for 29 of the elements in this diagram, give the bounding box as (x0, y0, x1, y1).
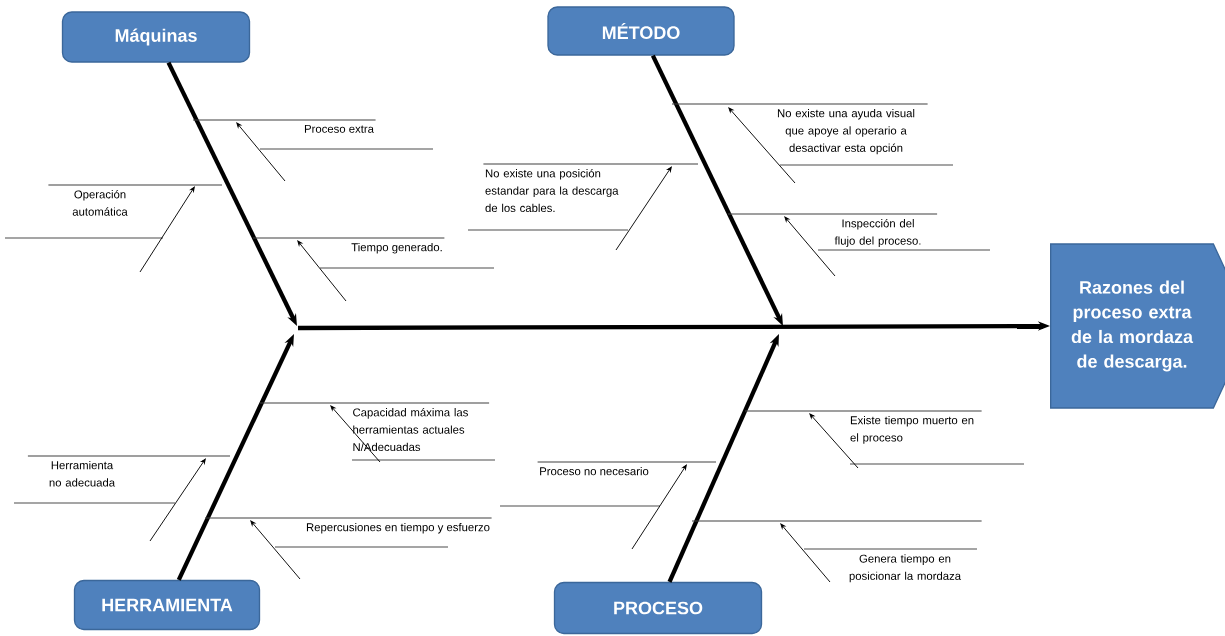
category-box: Máquinas (61, 11, 251, 63)
cause-text: No existe una posición estandar para la descarga de los cables. (485, 168, 619, 213)
branch-line (691, 520, 983, 522)
branch-line (482, 163, 699, 165)
branch-line (259, 402, 490, 404)
cause-text: Capacidad máxima las herramientas actuales N/Adecuadas (353, 407, 468, 452)
branch-line (671, 103, 929, 105)
category-box: HERRAMIENTA (73, 579, 261, 631)
category-box: PROCESO (553, 581, 763, 635)
category-box: MÉTODO (547, 6, 735, 56)
cause-text: No existe una ayuda visual que apoye al operario a desactivar esta opción (777, 108, 915, 155)
branch-line (744, 410, 983, 412)
branch-line (192, 119, 377, 121)
cause-text: Tiempo generado. (351, 242, 442, 254)
branch-line (537, 461, 717, 463)
cause-text: Genera tiempo en posicionar la mordaza (849, 554, 962, 583)
cause-text: Operación automática (72, 189, 128, 216)
cause-text: Herramienta no adecuada (49, 460, 116, 487)
cause-text: Repercusiones en tiempo y esfuerzo (306, 522, 490, 534)
branch-line (204, 517, 493, 519)
cause-text: Proceso no necesario (540, 466, 649, 476)
branch-line (47, 184, 223, 186)
branch-line (252, 237, 445, 239)
branch-line (727, 213, 938, 215)
cause-text: Inspección del flujo del proceso. (834, 218, 921, 247)
effect-box: Razones del proceso extra de la mordaza de descarga. (1050, 243, 1225, 409)
cause-text: Existe tiempo muerto en el proceso (850, 415, 974, 444)
branch-line (27, 455, 231, 457)
cause-text: Proceso extra (304, 124, 374, 133)
